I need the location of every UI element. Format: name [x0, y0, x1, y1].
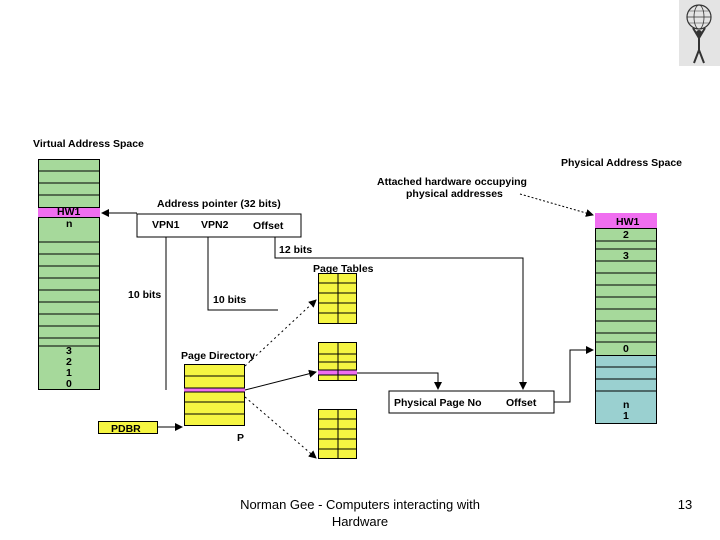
- vpn2-field: VPN2: [201, 219, 229, 231]
- virtual-index-3: 3: [66, 345, 72, 357]
- physical-index-n: n: [623, 399, 630, 411]
- footer-line1: Norman Gee - Computers interacting with: [240, 497, 480, 512]
- physical-index-0: 0: [623, 343, 629, 355]
- twelve-bits-label: 12 bits: [279, 244, 313, 256]
- ten-bits-label-a: 10 bits: [128, 289, 162, 301]
- page-directory-table: [184, 364, 245, 426]
- page-directory-label: Page Directory: [181, 350, 256, 362]
- pdbr-register: [98, 421, 158, 434]
- page-number: 13: [677, 497, 693, 512]
- offset-field: Offset: [253, 220, 284, 232]
- address-pointer-title: Address pointer (32 bits): [157, 198, 281, 210]
- physical-offset-field: Offset: [506, 397, 537, 409]
- p-label: P: [237, 432, 245, 444]
- virtual-address-space-title: Virtual Address Space: [33, 138, 144, 150]
- attached-hardware-note-line2: physical addresses: [406, 188, 503, 200]
- atlas-logo-icon: [679, 0, 720, 66]
- pdbr-label: PDBR: [111, 423, 141, 435]
- physical-address-space-title: Physical Address Space: [561, 157, 683, 169]
- footer-line2: Hardware: [331, 514, 389, 529]
- virtual-hw1-label: HW1: [57, 206, 81, 218]
- virtual-index-0: 0: [66, 378, 72, 390]
- page-tables-label: Page Tables: [313, 263, 374, 275]
- ten-bits-label-b: 10 bits: [213, 294, 247, 306]
- physical-index-1: 1: [623, 410, 629, 422]
- vpn1-field: VPN1: [152, 219, 180, 231]
- physical-page-no-field: Physical Page No: [394, 397, 482, 409]
- physical-index-3: 3: [623, 250, 629, 262]
- physical-hw1-slot: [595, 213, 657, 229]
- virtual-index-1: 1: [66, 367, 72, 379]
- physical-hw1-index: 2: [623, 229, 629, 241]
- virtual-hw1-index: n: [66, 218, 73, 230]
- virtual-index-2: 2: [66, 356, 72, 368]
- virtual-address-space-column: [38, 159, 100, 390]
- page-directory-pink-entry: [184, 388, 245, 392]
- footer-caption: Norman Gee - Computers interacting with …: [200, 496, 520, 530]
- virtual-hw1-slot: [38, 207, 100, 218]
- attached-hardware-note-line1: Attached hardware occupying: [377, 176, 527, 188]
- physical-hw1-label: HW1: [616, 216, 640, 228]
